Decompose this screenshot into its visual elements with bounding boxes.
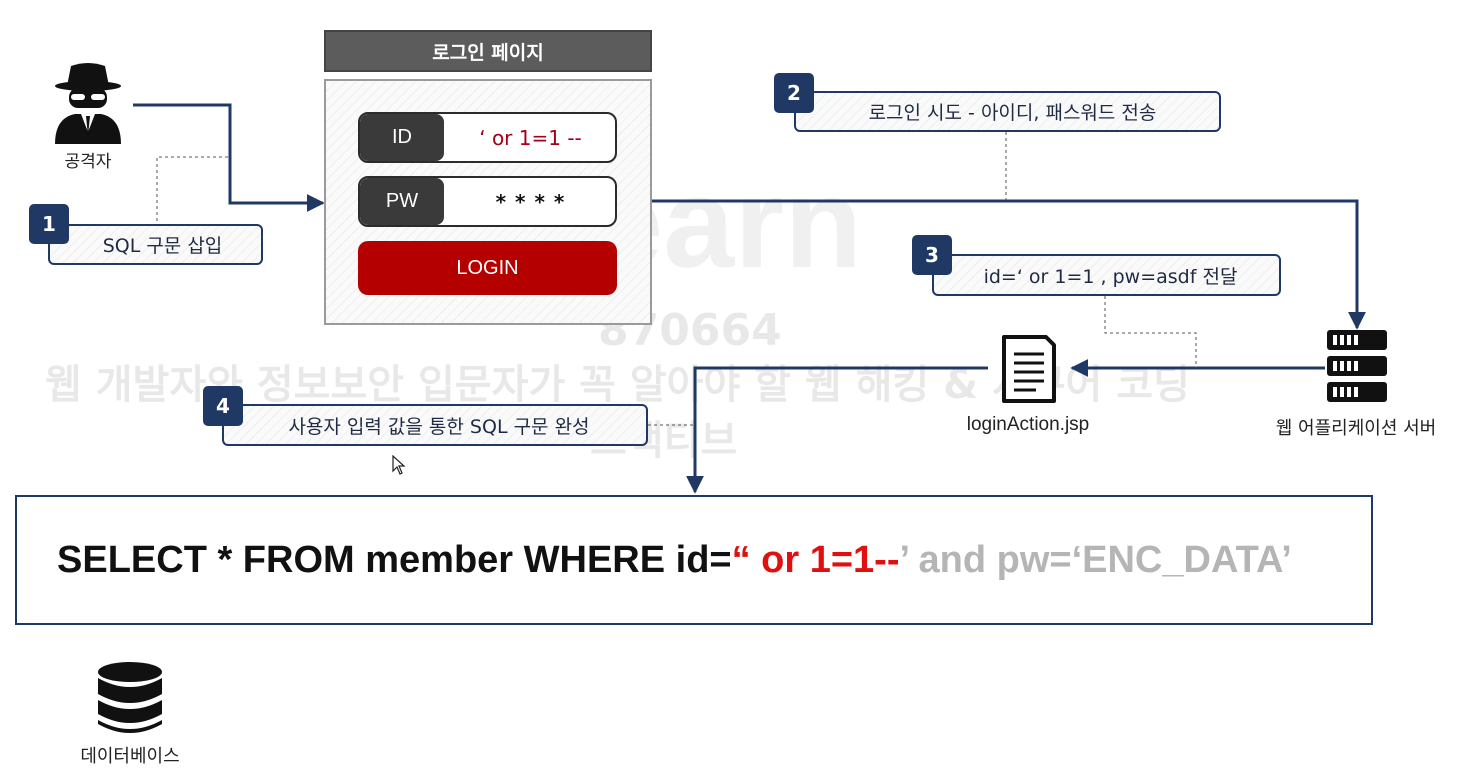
step3-text: id=‘ or 1=1 , pw=asdf 전달 bbox=[983, 265, 1238, 288]
step3-callout: id=‘ or 1=1 , pw=asdf 전달 bbox=[932, 254, 1281, 296]
database-label: 데이터베이스 bbox=[80, 746, 180, 767]
sql-query-ignored: ’ and pw=‘ENC_DATA’ bbox=[899, 538, 1292, 581]
attacker-icon bbox=[55, 63, 121, 144]
attacker-label: 공격자 bbox=[64, 152, 112, 172]
pw-field[interactable]: PW * * * * bbox=[358, 176, 617, 227]
id-tag: ID bbox=[360, 114, 444, 161]
step3-badge: 3 bbox=[912, 235, 952, 275]
sql-query-box: SELECT * FROM member WHERE id= “ or 1=1-… bbox=[15, 495, 1373, 625]
arrow-attacker-to-login bbox=[133, 103, 325, 212]
step4-text: 사용자 입력 값을 통한 SQL 구문 완성 bbox=[288, 415, 590, 438]
id-field[interactable]: ID ‘ or 1=1 -- bbox=[358, 112, 617, 163]
server-label: 웹 어플리케이션 서버 bbox=[1275, 418, 1437, 439]
sql-query-injected: “ or 1=1-- bbox=[731, 538, 900, 581]
step1-badge: 1 bbox=[29, 204, 69, 244]
server-icon bbox=[1327, 330, 1387, 402]
database-icon bbox=[98, 662, 162, 733]
sql-query: SELECT * FROM member WHERE id= “ or 1=1-… bbox=[57, 497, 1292, 623]
login-page-title-text: 로그인 페이지 bbox=[432, 41, 544, 64]
mouse-cursor-icon bbox=[392, 455, 406, 475]
sql-query-part1: SELECT * FROM member WHERE id= bbox=[57, 538, 732, 581]
step2-callout: 로그인 시도 - 아이디, 패스워드 전송 bbox=[794, 91, 1221, 132]
pw-tag: PW bbox=[360, 178, 444, 225]
step4-badge: 4 bbox=[203, 386, 243, 426]
step4-callout: 사용자 입력 값을 통한 SQL 구문 완성 bbox=[222, 404, 648, 446]
leader-step1 bbox=[156, 156, 228, 226]
leader-step3 bbox=[1104, 296, 1197, 368]
login-page-title: 로그인 페이지 bbox=[324, 30, 652, 72]
step1-callout: SQL 구문 삽입 bbox=[48, 224, 263, 265]
pw-value: * * * * bbox=[495, 189, 566, 214]
arrow-jsp-to-query bbox=[686, 366, 988, 494]
arrow-login-to-server bbox=[652, 199, 1366, 330]
id-value: ‘ or 1=1 -- bbox=[479, 125, 582, 150]
document-icon bbox=[1002, 335, 1056, 403]
step1-text: SQL 구문 삽입 bbox=[102, 235, 223, 257]
login-button[interactable]: LOGIN bbox=[358, 241, 617, 295]
step2-text: 로그인 시도 - 아이디, 패스워드 전송 bbox=[868, 102, 1157, 124]
file-label: loginAction.jsp bbox=[966, 414, 1090, 435]
step2-badge: 2 bbox=[774, 73, 814, 113]
login-button-label: LOGIN bbox=[456, 256, 519, 279]
